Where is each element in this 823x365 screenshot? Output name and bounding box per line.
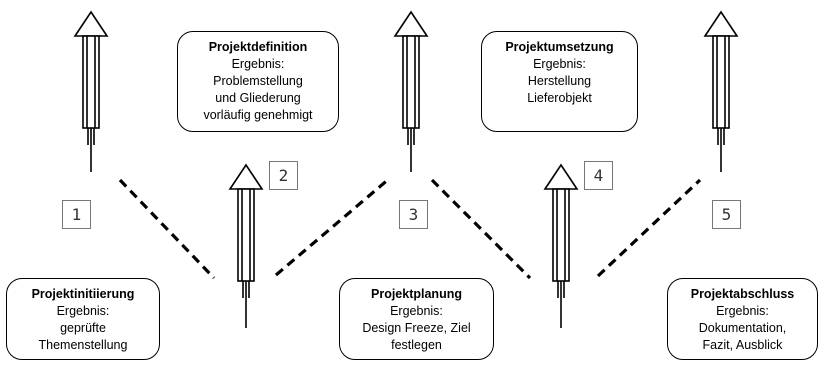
step-number-3: 3 <box>399 200 428 229</box>
connector-1-2 <box>118 178 216 280</box>
rocket-3-icon <box>393 10 429 172</box>
phase-result-line: Ergebnis: <box>533 57 586 71</box>
phase-title: Projektabschluss <box>690 287 795 301</box>
phase-title: Projektumsetzung <box>505 40 614 54</box>
phase-result-line: geprüfte <box>60 321 106 335</box>
connector-4-5 <box>596 178 702 278</box>
phase-box-projektabschluss: Projektabschluss Ergebnis: Dokumentation… <box>667 278 818 360</box>
phase-result-line: Themenstellung <box>38 338 128 352</box>
phase-result-line: Lieferobjekt <box>527 91 592 105</box>
phase-box-projektdefinition: Projektdefinition Ergebnis: Problemstell… <box>177 31 339 132</box>
phase-result-line: Problemstellung <box>213 74 303 88</box>
rocket-4-icon <box>543 163 579 328</box>
phase-box-projektplanung: Projektplanung Ergebnis: Design Freeze, … <box>339 278 494 360</box>
phase-title: Projektinitiierung <box>31 287 135 301</box>
phase-result-line: Fazit, Ausblick <box>702 338 783 352</box>
phase-result-line: Design Freeze, Ziel <box>362 321 471 335</box>
connector-2-3 <box>274 176 392 277</box>
connector-3-4 <box>430 178 532 280</box>
phase-result-line: vorläufig genehmigt <box>203 108 313 122</box>
phase-result-line: Dokumentation, <box>698 321 787 335</box>
step-number-2: 2 <box>269 161 298 190</box>
step-number-1: 1 <box>62 200 91 229</box>
rocket-2-icon <box>228 163 264 328</box>
phase-box-projektumsetzung: Projektumsetzung Ergebnis: Herstellung L… <box>481 31 638 132</box>
phase-result-line: Herstellung <box>527 74 592 88</box>
phase-title: Projektplanung <box>371 287 462 301</box>
phase-result-line: Ergebnis: <box>716 304 769 318</box>
phase-result-line: festlegen <box>391 338 442 352</box>
rocket-1-icon <box>73 10 109 172</box>
phase-result-line: und Gliederung <box>215 91 301 105</box>
step-number-4: 4 <box>584 161 613 190</box>
phase-result-line: Ergebnis: <box>390 304 443 318</box>
phase-box-projektinitiierung: Projektinitiierung Ergebnis: geprüfte Th… <box>6 278 160 360</box>
phase-title: Projektdefinition <box>208 40 308 54</box>
rocket-5-icon <box>703 10 739 172</box>
step-number-5: 5 <box>712 200 741 229</box>
phase-result-line: Ergebnis: <box>56 304 110 318</box>
phase-result-line: Ergebnis: <box>231 57 285 71</box>
